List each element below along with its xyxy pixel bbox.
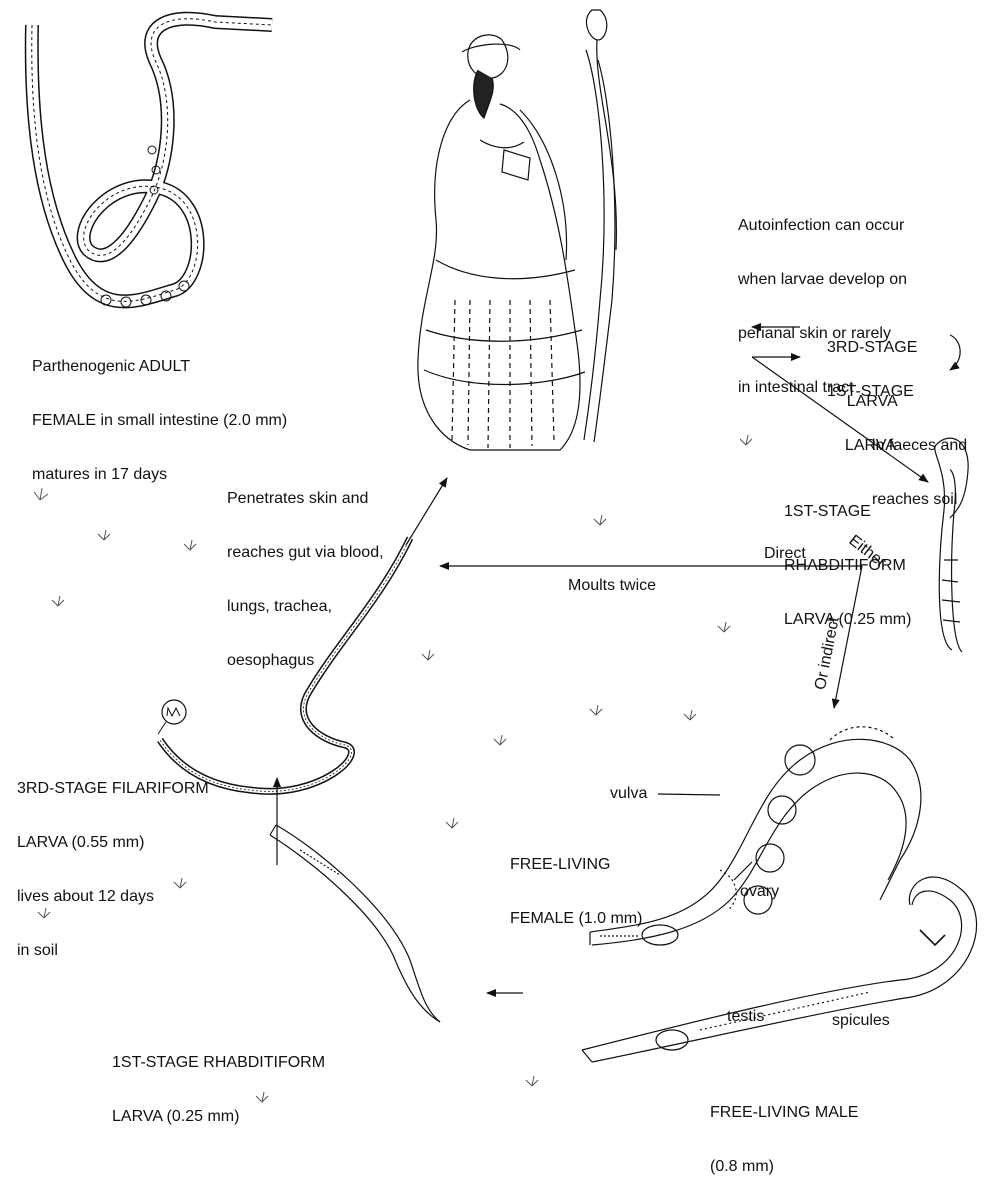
arrow-autoinfection-loop xyxy=(950,335,960,370)
adult-female-line: FEMALE in small intestine (2.0 mm) xyxy=(32,412,287,430)
filariform-label: 3RD-STAGE FILARIFORM LARVA (0.55 mm) liv… xyxy=(17,744,209,978)
filariform-line: LARVA (0.55 mm) xyxy=(17,834,209,852)
vulva-label: vulva xyxy=(610,785,647,803)
free-living-male-line: FREE-LIVING MALE xyxy=(710,1104,858,1122)
free-living-male-line: (0.8 mm) xyxy=(710,1158,858,1176)
direct-label: Direct xyxy=(764,545,806,563)
free-living-female-line: FEMALE (1.0 mm) xyxy=(510,910,642,928)
penetrates-line: Penetrates skin and xyxy=(227,490,384,508)
adult-female-worm-drawing xyxy=(32,19,272,307)
filariform-line: 3RD-STAGE FILARIFORM xyxy=(17,780,209,798)
vulva-pointer xyxy=(658,794,720,795)
moults-twice-label: Moults twice xyxy=(568,577,656,595)
faeces-line: in faeces and xyxy=(872,437,967,455)
human-figure-drawing xyxy=(418,10,617,450)
filariform-line: lives about 12 days xyxy=(17,888,209,906)
ovary-pointer xyxy=(734,862,752,880)
free-living-female-label: FREE-LIVING FEMALE (1.0 mm) xyxy=(510,820,642,946)
free-living-female-line: FREE-LIVING xyxy=(510,856,642,874)
testis-label: testis xyxy=(727,1008,764,1026)
arrow-penetrates-skin xyxy=(406,478,447,545)
ovary-label: ovary xyxy=(740,883,779,901)
penetrates-line: reaches gut via blood, xyxy=(227,544,384,562)
rhabditiform-bottom-line: 1ST-STAGE RHABDITIFORM xyxy=(112,1054,325,1072)
filariform-line: in soil xyxy=(17,942,209,960)
rhabditiform-top-line: 1ST-STAGE xyxy=(784,503,911,521)
free-living-male-label: FREE-LIVING MALE (0.8 mm) xyxy=(710,1068,858,1194)
autoinfection-line: when larvae develop on xyxy=(738,271,907,289)
life-cycle-diagram: Parthenogenic ADULT FEMALE in small inte… xyxy=(0,0,1007,1113)
autoinfection-line: Autoinfection can occur xyxy=(738,217,907,235)
rhabditiform-bottom-line: LARVA (0.25 mm) xyxy=(112,1108,325,1126)
rhabditiform-top-line: LARVA (0.25 mm) xyxy=(784,611,911,629)
penetrates-line: oesophagus xyxy=(227,652,384,670)
rhabditiform-bottom-label: 1ST-STAGE RHABDITIFORM LARVA (0.25 mm) xyxy=(112,1018,325,1144)
adult-female-line: Parthenogenic ADULT xyxy=(32,358,287,376)
first-stage-larva-line: 1ST-STAGE xyxy=(827,383,914,401)
spicules-label: spicules xyxy=(832,1012,890,1030)
penetrates-line: lungs, trachea, xyxy=(227,598,384,616)
penetrates-label: Penetrates skin and reaches gut via bloo… xyxy=(227,454,384,688)
rhabditiform-larva-bottom-drawing xyxy=(270,825,440,1022)
